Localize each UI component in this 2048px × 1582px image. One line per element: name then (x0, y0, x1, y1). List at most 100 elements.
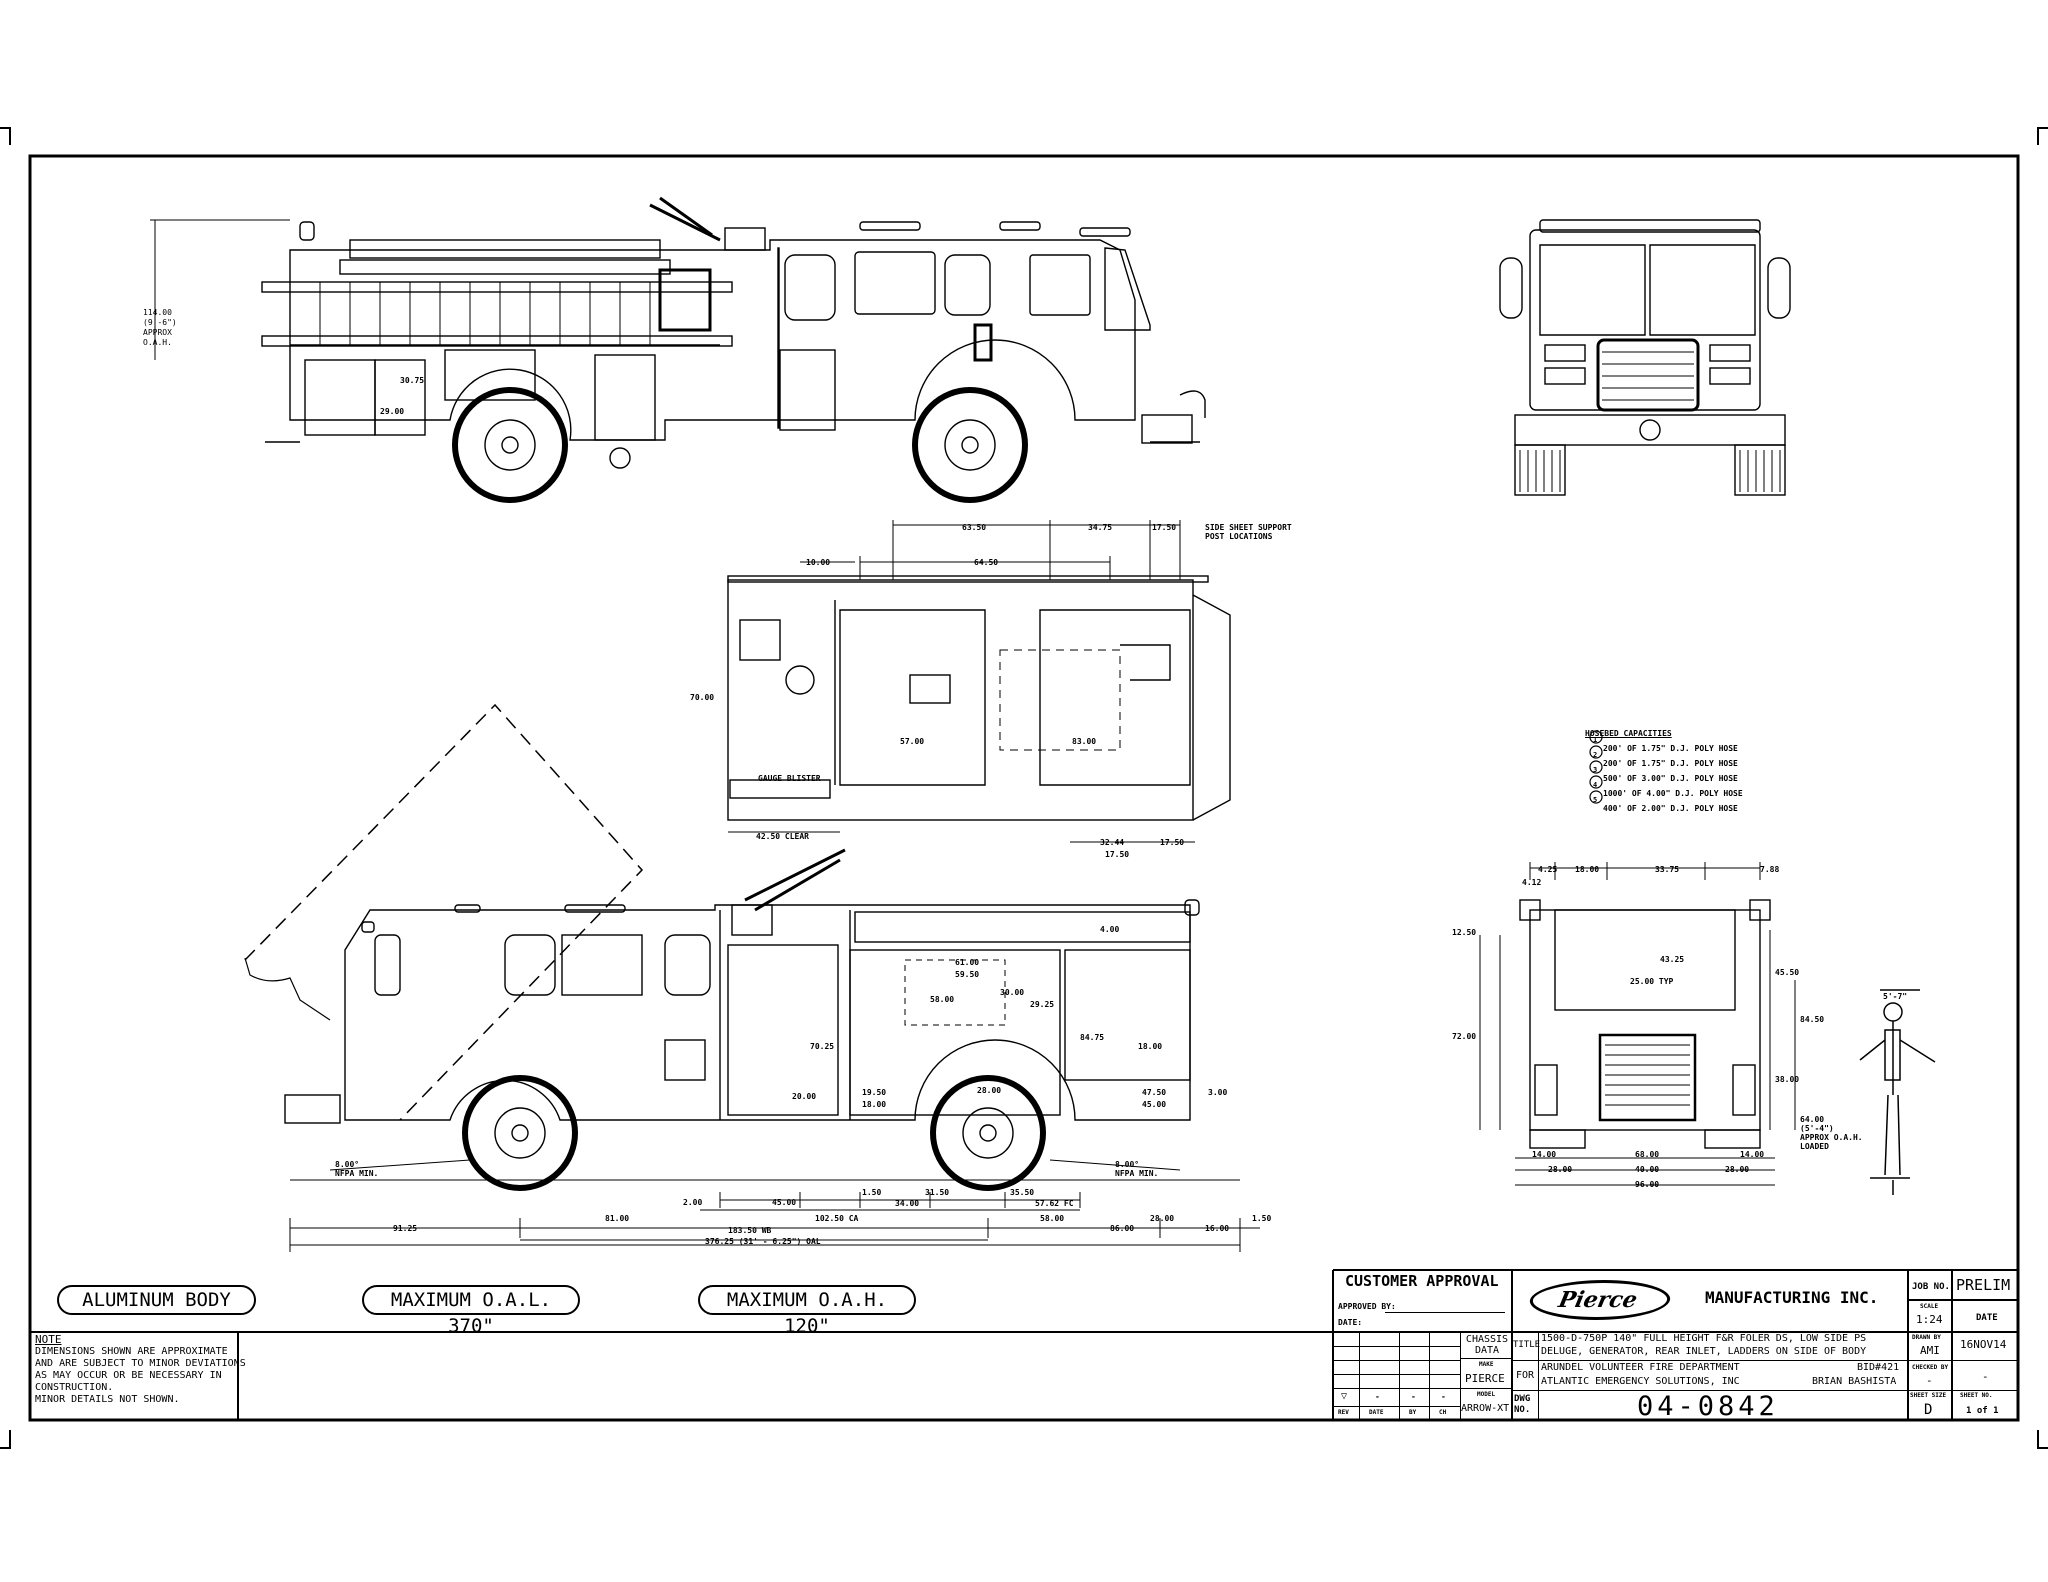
dim-c9: 20.00 (792, 1092, 817, 1101)
rev-triangle-icon: ▽ (1341, 1391, 1348, 1402)
label-max-oal: MAXIMUM O.A.L. 370" (362, 1285, 580, 1337)
note-title: NOTE (35, 1333, 62, 1346)
nfpa-right-angle: 8.00° (1115, 1160, 1140, 1169)
rev-vline (1399, 1332, 1400, 1420)
dim-height-value: 114.00 (143, 308, 172, 317)
rear-dim-r5: 4.12 (1522, 878, 1542, 887)
side-view-driver (150, 196, 1206, 503)
rev-hline (1333, 1346, 1461, 1347)
dim-c7: 18.00 (1138, 1042, 1163, 1051)
rear-dim-r13: 14.00 (1532, 1150, 1557, 1159)
approval-date: DATE: (1338, 1318, 1363, 1327)
sheet-no: 1 of 1 (1966, 1406, 1999, 1416)
model: ARROW-XT (1461, 1403, 1510, 1414)
person-figure (1859, 989, 1936, 1195)
chassis-col: CHASSIS DATA MAKE PIERCE MODEL ARROW-XT (1461, 1332, 1512, 1420)
dim-wb: 183.50 WB (728, 1226, 772, 1235)
hosebed-item-text: 200' OF 1.75" D.J. POLY HOSE (1603, 759, 1738, 768)
sheet-size-label: SHEET SIZE (1910, 1392, 1947, 1399)
hosebed-num: 2 (1593, 751, 1598, 759)
dim-35-50: 35.50 (1010, 1188, 1035, 1197)
rear-oah: 64.00 (5'-4") APPROX O.A.H. LOADED (1800, 1115, 1863, 1151)
rear-dim-r9: 72.00 (1452, 1032, 1477, 1041)
title-hline (1512, 1360, 1908, 1361)
dim-10-00: 10.00 (806, 558, 831, 567)
title-hline (1512, 1390, 1908, 1391)
rev-hline (1333, 1360, 1461, 1361)
rear-dim-r10: 45.50 (1775, 968, 1800, 977)
chassis-hline (1461, 1358, 1512, 1359)
dim-86-00: 86.00 (1110, 1224, 1135, 1233)
dim-57-62: 57.62 FC (1035, 1199, 1074, 1208)
dim-58-00: 58.00 (1040, 1214, 1065, 1223)
side-sheet-line2: POST LOCATIONS (1205, 532, 1273, 541)
hosebed-num: 1 (1593, 736, 1598, 744)
hosebed-num: 5 (1593, 796, 1598, 804)
hosebed-num: 4 (1593, 781, 1598, 789)
scale: 1:24 (1916, 1313, 1943, 1326)
rear-dim-r15: 14.00 (1740, 1150, 1765, 1159)
hosebed-item-text: 500' OF 3.00" D.J. POLY HOSE (1603, 774, 1738, 783)
checked-by: - (1926, 1374, 1933, 1387)
chassis-hline (1461, 1388, 1512, 1389)
dim-height-approx: APPROX (143, 328, 172, 337)
dim-c11: 18.00 (862, 1100, 887, 1109)
title-area: TITLE 1500-D-750P 140" FULL HEIGHT F&R F… (1512, 1332, 1908, 1422)
label-aluminum-body: ALUMINUM BODY (57, 1285, 256, 1315)
dwg-number: 04-0842 (1637, 1391, 1779, 1422)
dim-31-50: 31.50 (925, 1188, 950, 1197)
sheet-no-label: SHEET NO. (1960, 1392, 1993, 1399)
nfpa-left-angle: 8.00° (335, 1160, 360, 1169)
approved-by-line (1385, 1312, 1505, 1313)
rear-dim-r4: 7.88 (1760, 865, 1780, 874)
dim-c12: 28.00 (977, 1086, 1002, 1095)
drawn-by: AMI (1920, 1344, 1940, 1357)
rev-hline (1333, 1406, 1461, 1407)
for-label: FOR (1516, 1370, 1535, 1381)
rear-oah-label: APPROX O.A.H. (1800, 1133, 1863, 1142)
dim-63-50: 63.50 (962, 523, 987, 532)
dim-height: 114.00 (9'-6") APPROX O.A.H. (143, 308, 177, 348)
rule (1908, 1390, 2018, 1391)
note-line: MINOR DETAILS NOT SHOWN. (35, 1394, 180, 1405)
dim-c10: 19.50 (862, 1088, 887, 1097)
nfpa-left-min: NFPA MIN. (335, 1169, 379, 1178)
plan-view (727, 520, 1231, 843)
dim-clear: 42.50 CLEAR (756, 832, 809, 841)
note-line: AND ARE SUBJECT TO MINOR DEVIATIONS (35, 1358, 246, 1369)
corner-marks (0, 127, 2048, 1449)
hosebed-list: HOSEBED CAPACITIES 200' OF 1.75" D.J. PO… (1585, 726, 1743, 816)
title-line1: 1500-D-750P 140" FULL HEIGHT F&R FOLER D… (1541, 1333, 1867, 1344)
make: PIERCE (1465, 1372, 1505, 1385)
person-height: 5'-7" (1883, 992, 1908, 1001)
dim-c5: 29.25 (1030, 1000, 1055, 1009)
rear-dim-r6: 12.50 (1452, 928, 1477, 937)
rear-dim-r1: 4.25 (1538, 865, 1558, 874)
dim-81-00: 81.00 (605, 1214, 630, 1223)
dim-c2: 59.50 (955, 970, 980, 979)
checked-date: - (1982, 1370, 1989, 1383)
title-vline (1538, 1332, 1539, 1420)
hosebed-item: 400' OF 2.00" D.J. POLY HOSE (1585, 801, 1743, 816)
dim-17-50: 17.50 (1152, 523, 1177, 532)
rev-hline (1333, 1388, 1461, 1389)
dim-32-44: 32.44 (1100, 838, 1125, 847)
rev-vline (1429, 1332, 1430, 1420)
title-label: TITLE (1513, 1340, 1541, 1350)
dim-83-00: 83.00 (1072, 737, 1097, 746)
rear-oah-val: 64.00 (1800, 1115, 1825, 1124)
for-line1: ARUNDEL VOLUNTEER FIRE DEPARTMENT (1541, 1362, 1740, 1373)
hosebed-item: 200' OF 1.75" D.J. POLY HOSE (1585, 756, 1743, 771)
checked-by-label: CHECKED BY (1912, 1364, 1949, 1371)
note-line: AS MAY OCCUR OR BE NECESSARY IN (35, 1370, 222, 1381)
dim-c8: 70.25 (810, 1042, 835, 1051)
hosebed-item: 1000' OF 4.00" D.J. POLY HOSE (1585, 786, 1743, 801)
label-max-oah: MAXIMUM O.A.H. 120" (698, 1285, 916, 1337)
dwg-label: DWG NO. (1514, 1394, 1531, 1415)
drawn-by-label: DRAWN BY (1912, 1334, 1941, 1341)
dim-c3: 58.00 (930, 995, 955, 1004)
dim-29-00: 29.00 (380, 407, 405, 416)
dim-c13: 47.50 (1142, 1088, 1167, 1097)
rear-dim-r14: 68.00 (1635, 1150, 1660, 1159)
dim-oal: 376.25 (31' - 6.25") OAL (705, 1237, 821, 1246)
